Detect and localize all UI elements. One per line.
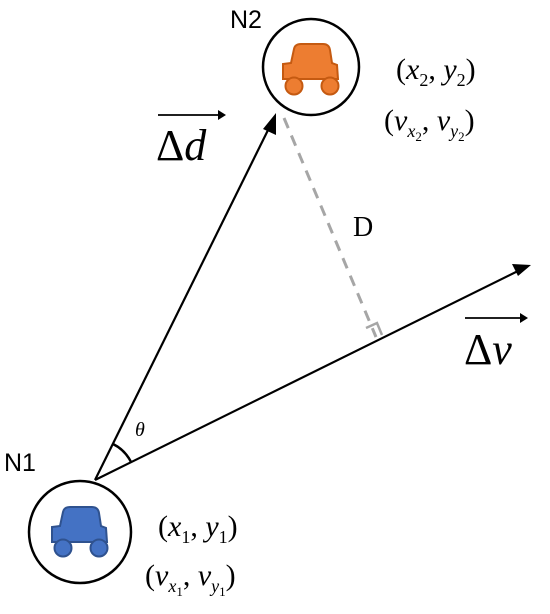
svg-text:Δv: Δv <box>464 325 512 374</box>
delta-d-arrowhead <box>263 113 276 135</box>
node-n1-label: N1 <box>4 449 36 477</box>
distance-label: D <box>353 212 373 243</box>
delta-v-overline-arrowhead <box>520 313 528 323</box>
node-n2: N2 <box>230 6 361 117</box>
delta-d-vector-line <box>94 121 273 481</box>
n2-vel-v2: v <box>437 104 451 137</box>
node-n1-position: (x1, y1) <box>158 510 238 547</box>
node-n2-label: N2 <box>230 6 262 34</box>
n1-vel-x-sub: 1 <box>176 584 183 599</box>
n2-vel-y-sub: 2 <box>458 129 465 144</box>
n1-vel-y-sub: 1 <box>219 584 226 599</box>
delta-v-label: Δv <box>464 313 528 374</box>
node-n1-velocity: (vx1, vy1) <box>145 559 236 599</box>
n2-pos-x: x <box>405 53 420 86</box>
delta-d-delta: Δ <box>156 121 184 170</box>
delta-d-label: Δd <box>156 110 226 170</box>
delta-v-symbol: v <box>492 325 512 374</box>
node-n2-velocity: (vx2, vy2) <box>384 104 475 144</box>
n1-vel-v: v <box>155 559 169 592</box>
n2-vel-y: y <box>448 121 458 141</box>
n1-pos-x-sub: 1 <box>181 527 190 547</box>
n2-pos-y-sub: 2 <box>457 70 466 90</box>
n1-vel-v2: v <box>198 559 212 592</box>
n1-vel-x: x <box>167 576 176 596</box>
n2-vel-x: x <box>406 121 415 141</box>
node-n1: N1 <box>4 449 133 585</box>
n2-vel-v: v <box>394 104 408 137</box>
car-icon <box>282 43 340 96</box>
distance-dashed-line <box>282 117 378 338</box>
n2-pos-x-sub: 2 <box>419 70 428 90</box>
angle-arc <box>112 442 133 463</box>
car-icon <box>51 506 109 558</box>
delta-d-overline-arrowhead <box>218 110 226 120</box>
svg-text:Δd: Δd <box>156 121 207 170</box>
node-n2-position: (x2, y2) <box>396 53 476 90</box>
delta-d-symbol: d <box>184 121 207 170</box>
n1-pos-y: y <box>202 510 219 543</box>
angle-label: θ <box>135 419 145 441</box>
right-angle-marker <box>365 321 384 336</box>
n2-vel-x-sub: 2 <box>415 129 422 144</box>
n1-pos-y-sub: 1 <box>219 527 228 547</box>
n2-pos-y: y <box>440 53 457 86</box>
n1-pos-x: x <box>167 510 182 543</box>
delta-v-arrowhead <box>512 264 531 276</box>
delta-v-delta: Δ <box>464 325 492 374</box>
delta-v-vector-line <box>94 269 521 481</box>
n1-vel-y: y <box>209 576 219 596</box>
